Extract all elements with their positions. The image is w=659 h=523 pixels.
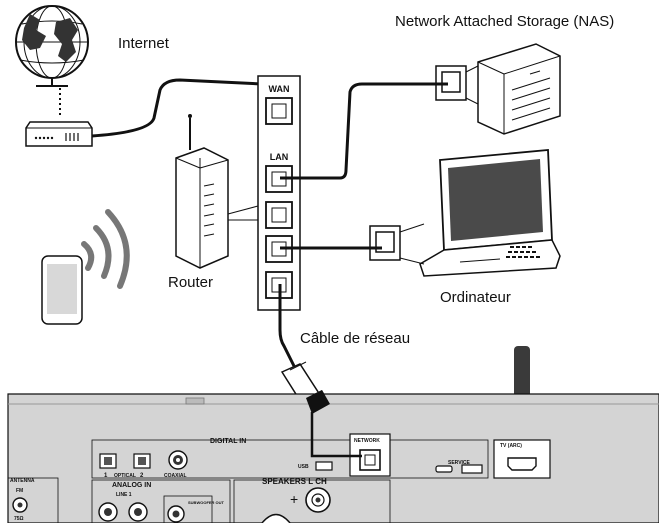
lan-port-1 <box>265 165 293 193</box>
optical-1-label: 1 <box>104 473 108 479</box>
service-label: SERVICE <box>448 460 471 466</box>
globe-icon <box>15 5 89 87</box>
fm-label: FM <box>16 488 23 494</box>
ohm-label: 75Ω <box>14 516 24 522</box>
router-port-panel: WAN LAN <box>257 75 301 311</box>
analog-in-label: ANALOG IN <box>112 482 151 489</box>
wan-port <box>265 97 293 125</box>
modem-icon <box>25 121 93 147</box>
router-icon <box>175 114 259 269</box>
smartphone-icon <box>41 255 83 325</box>
lan-port-2 <box>265 201 293 229</box>
computer-label: Ordinateur <box>440 289 511 306</box>
nas-label: Network Attached Storage (NAS) <box>395 13 614 30</box>
coaxial-label: COAXIAL <box>164 473 187 479</box>
tv-arc-label: TV (ARC) <box>500 443 522 449</box>
antenna-label: ANTENNA <box>10 478 35 484</box>
speakers-label: SPEAKERS L CH <box>262 477 327 486</box>
device-cable-to-port <box>310 412 362 458</box>
receiver-rear-panel: DIGITAL IN 1 OPTICAL 2 COAXIAL ANALOG IN… <box>7 393 659 523</box>
subwoofer-out-label: SUBWOOFER OUT <box>188 500 225 505</box>
speaker-plus-label: + <box>290 491 298 507</box>
computer-icon <box>369 149 561 277</box>
network-label: NETWORK <box>354 438 380 444</box>
device-cable <box>278 284 296 367</box>
optical-label: OPTICAL <box>114 473 136 479</box>
optical-2-label: 2 <box>140 473 144 479</box>
network-cable-label: Câble de réseau <box>300 330 410 347</box>
line-1-label: LINE 1 <box>116 492 132 498</box>
wan-cable <box>91 78 263 138</box>
wan-label: WAN <box>269 84 290 94</box>
lan-label: LAN <box>270 152 289 162</box>
usb-label: USB <box>298 464 309 470</box>
digital-in-label: DIGITAL IN <box>210 438 246 445</box>
wireless-signal-icon <box>81 209 130 289</box>
nas-icon <box>435 43 561 135</box>
nas-cable <box>280 82 448 180</box>
router-label: Router <box>168 274 213 291</box>
internet-label: Internet <box>118 35 170 52</box>
